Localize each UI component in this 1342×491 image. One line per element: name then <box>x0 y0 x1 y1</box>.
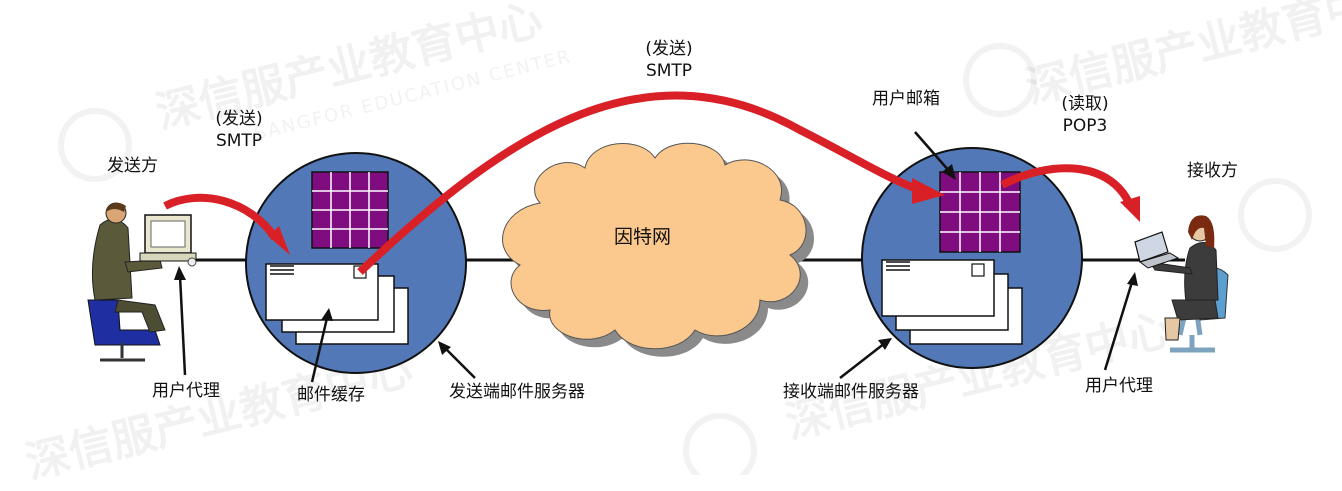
label-relay-protocol-action: (发送) <box>645 39 693 59</box>
mail-envelopes-right <box>881 259 1023 345</box>
pointer-user-agent-left <box>174 266 187 376</box>
receiver-person-icon <box>1134 215 1229 353</box>
watermark-badge <box>58 108 132 182</box>
mail-envelopes-left <box>265 263 409 345</box>
label-receiving-server: 接收端邮件服务器 <box>783 382 919 402</box>
label-receiver: 接收方 <box>1187 161 1238 181</box>
label-mailbox: 用户邮箱 <box>872 89 940 109</box>
label-user-agent-left: 用户代理 <box>152 381 220 401</box>
smtp-arrow-relay <box>357 91 945 275</box>
label-mail-cache: 邮件缓存 <box>297 385 365 405</box>
label-sending-server: 发送端邮件服务器 <box>449 382 585 402</box>
pointer-mail-cache <box>310 308 333 383</box>
label-sender-protocol: SMTP <box>215 131 263 151</box>
label-user-agent-right: 用户代理 <box>1085 376 1153 396</box>
pop3-arrow-receiver <box>1000 164 1140 222</box>
pointer-receiving-server <box>839 338 892 379</box>
receiving-server-group <box>861 147 1083 369</box>
watermark-badge <box>1238 178 1312 252</box>
label-receiver-protocol-action: (读取) <box>1061 94 1109 114</box>
label-sender: 发送方 <box>107 156 158 176</box>
mail-queue-grid-left <box>311 171 389 249</box>
label-relay-protocol: SMTP <box>645 61 693 81</box>
label-sender-protocol-action: (发送) <box>215 109 263 129</box>
sender-person-icon <box>87 202 197 362</box>
label-receiver-protocol: POP3 <box>1062 116 1108 136</box>
internet-cloud <box>502 142 815 357</box>
sending-server-group <box>245 152 467 374</box>
watermark-badge <box>963 43 1037 117</box>
label-internet: 因特网 <box>614 226 672 248</box>
pointer-mailbox <box>914 131 956 180</box>
watermark-badge <box>683 413 757 475</box>
diagram-canvas: 深信服产业教育中心 SANGFOR EDUCATION CENTER 深信服产业… <box>21 0 1342 489</box>
pointer-user-agent-right <box>1103 272 1138 371</box>
smtp-arrow-sender <box>163 193 290 255</box>
diagram-svg <box>58 43 1312 475</box>
pointer-sending-server <box>438 341 476 379</box>
